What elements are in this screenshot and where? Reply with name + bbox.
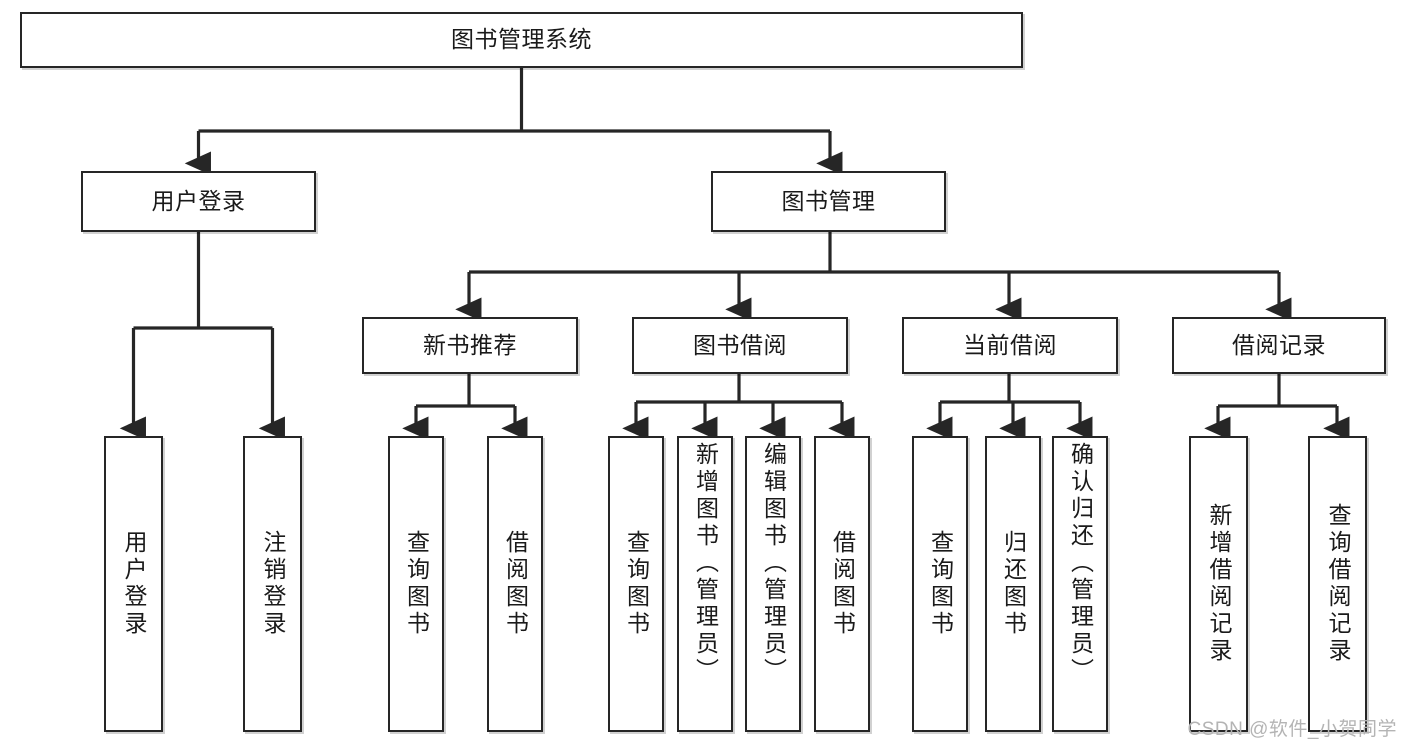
node-current-borrow[interactable]: 当前借阅 <box>902 317 1118 374</box>
node-leaf-label: 确认归还（管理员） <box>1067 442 1094 685</box>
node-leaf-label: 新增图书（管理员） <box>692 442 719 685</box>
node-leaf-label: 查询图书 <box>623 530 650 638</box>
node-leaf-label: 查询图书 <box>403 530 430 638</box>
node-new-book-recommend[interactable]: 新书推荐 <box>362 317 578 374</box>
node-leaf-label: 查询借阅记录 <box>1325 503 1351 665</box>
node-leaf-label: 借阅图书 <box>829 530 856 638</box>
node-leaf-label: 新增借阅记录 <box>1206 503 1232 665</box>
node-leaf-query-borrow-record[interactable]: 查询借阅记录 <box>1308 436 1367 732</box>
node-leaf-user-login[interactable]: 用户登录 <box>104 436 163 732</box>
node-leaf-label: 查询图书 <box>927 530 954 638</box>
node-current-borrow-label: 当前借阅 <box>963 331 1057 358</box>
node-leaf-logout[interactable]: 注销登录 <box>243 436 302 732</box>
watermark-text: CSDN @软件_小贺同学 <box>1187 719 1397 740</box>
node-borrow-record-label: 借阅记录 <box>1232 331 1326 358</box>
node-leaf-confirm-return-admin[interactable]: 确认归还（管理员） <box>1052 436 1108 732</box>
node-root-system[interactable]: 图书管理系统 <box>20 12 1023 68</box>
node-leaf-label: 编辑图书（管理员） <box>760 442 787 685</box>
node-book-management-label: 图书管理 <box>781 187 876 214</box>
node-leaf-add-book-admin[interactable]: 新增图书（管理员） <box>677 436 733 732</box>
node-book-management[interactable]: 图书管理 <box>711 171 946 232</box>
node-new-book-recommend-label: 新书推荐 <box>423 331 517 358</box>
node-book-borrow-label: 图书借阅 <box>693 331 787 358</box>
node-leaf-return-book[interactable]: 归还图书 <box>985 436 1041 732</box>
node-leaf-edit-book-admin[interactable]: 编辑图书（管理员） <box>745 436 801 732</box>
node-user-login-label: 用户登录 <box>151 187 246 214</box>
node-borrow-record[interactable]: 借阅记录 <box>1172 317 1386 374</box>
node-root-label: 图书管理系统 <box>451 26 592 53</box>
node-leaf-query-book-1[interactable]: 查询图书 <box>388 436 444 732</box>
node-user-login[interactable]: 用户登录 <box>81 171 316 232</box>
node-leaf-borrow-book-1[interactable]: 借阅图书 <box>487 436 543 732</box>
node-book-borrow[interactable]: 图书借阅 <box>632 317 848 374</box>
node-leaf-label: 注销登录 <box>260 530 286 638</box>
node-leaf-add-borrow-record[interactable]: 新增借阅记录 <box>1189 436 1248 732</box>
node-leaf-label: 借阅图书 <box>502 530 529 638</box>
node-leaf-label: 用户登录 <box>121 530 147 638</box>
node-leaf-label: 归还图书 <box>1000 530 1027 638</box>
node-leaf-query-book-3[interactable]: 查询图书 <box>912 436 968 732</box>
node-leaf-query-book-2[interactable]: 查询图书 <box>608 436 664 732</box>
node-leaf-borrow-book-2[interactable]: 借阅图书 <box>814 436 870 732</box>
